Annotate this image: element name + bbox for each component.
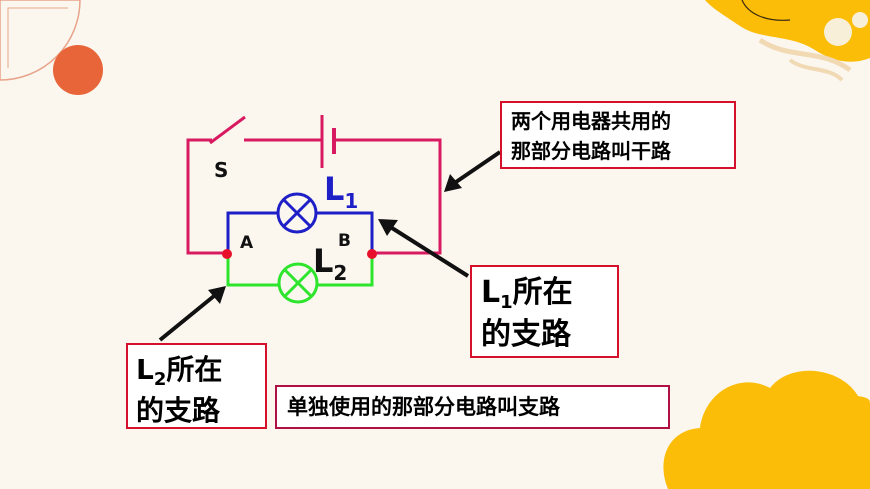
lamp1-branch-wire <box>226 211 374 253</box>
trunk-definition-box: 两个用电器共用的 那部分电路叫干路 <box>500 101 736 169</box>
lamp1-branch-box: L1所在 的支路 <box>470 265 619 358</box>
yellow-blob-decoration <box>705 0 870 62</box>
lamp2-symbol <box>277 262 319 304</box>
lamp2-branch-wire <box>226 253 374 287</box>
branch-definition-box: 单独使用的那部分电路叫支路 <box>275 385 670 429</box>
lamp2-branch-box: L2所在 的支路 <box>126 343 267 429</box>
arrow-to-lamp2-branch <box>158 294 216 342</box>
lamp1-branch-line1: L1所在 <box>481 275 573 313</box>
trunk-wire <box>186 138 442 255</box>
corner-arc-decoration <box>0 0 81 81</box>
arrow-to-lamp1-branch <box>390 226 470 278</box>
branch-definition-text: 单独使用的那部分电路叫支路 <box>287 395 560 419</box>
node-b-label: B <box>338 231 351 251</box>
junction-a-dot <box>222 249 232 259</box>
switch-label: S <box>214 158 228 182</box>
trunk-definition-line2: 那部分电路叫干路 <box>511 139 671 163</box>
lamp1-symbol <box>276 192 318 234</box>
junction-b-dot <box>367 249 377 259</box>
yellow-cloud-decoration <box>663 370 870 489</box>
arrow-to-trunk <box>454 150 502 184</box>
trunk-definition-line1: 两个用电器共用的 <box>511 109 671 133</box>
switch-lever <box>209 115 246 145</box>
node-a-label: A <box>240 233 254 253</box>
lamp2-branch-line1: L2所在 <box>136 353 223 390</box>
orange-dot-decoration <box>53 45 103 95</box>
lamp1-label: L1 <box>324 170 358 213</box>
lamp1-branch-line2: 的支路 <box>481 317 571 352</box>
lamp2-label: L2 <box>313 242 347 285</box>
lamp2-branch-line2: 的支路 <box>136 394 221 427</box>
